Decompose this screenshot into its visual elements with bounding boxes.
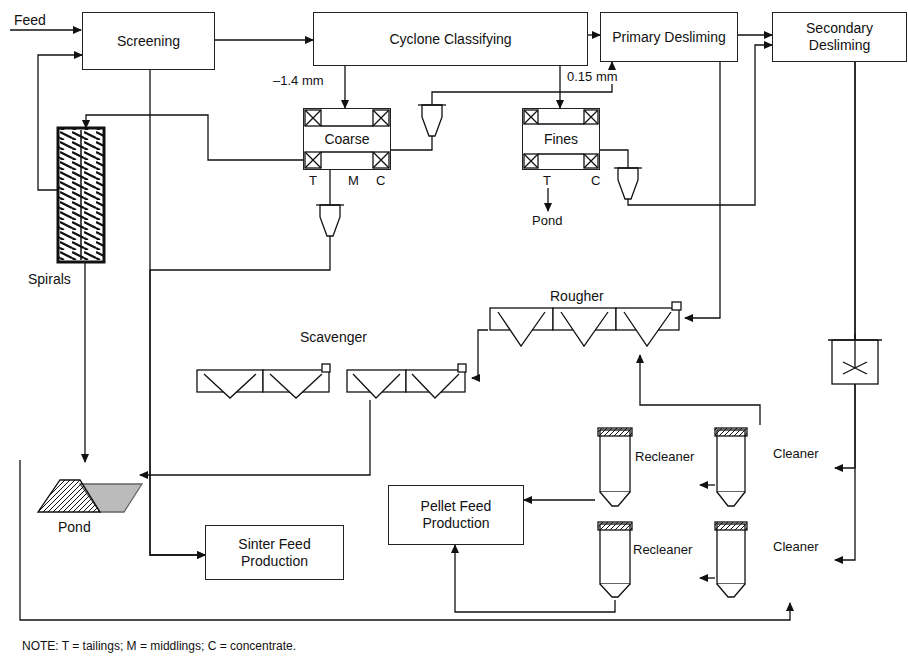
flow-line [472,330,488,378]
flow-line [685,62,720,318]
node-label: Pond [58,520,91,535]
flow-line [140,400,370,475]
tailings-arrow [547,188,548,211]
magnetic-drum-symbols [305,110,598,168]
hydrocyclones [316,105,642,236]
return-water-line [20,460,790,620]
equipment-node: Spirals [58,128,104,262]
stream-label: Feed [14,13,46,28]
equipment-node: Cleaner [715,518,835,600]
flow-line [700,577,715,578]
note-text: NOTE: T = tailings; M = middlings; C = c… [22,640,296,653]
flow-line [600,45,772,205]
size-label: –1.4 mm [272,74,325,88]
tailings-pond [38,480,142,512]
size-label: 0.15 mm [566,70,619,84]
flow-line [215,39,313,40]
node-label: Sinter Feed Production [210,536,339,570]
flow-line [835,62,855,468]
process-box: Fines [522,108,600,170]
node-label: Secondary Desliming [777,20,902,54]
node-label: Rougher [550,289,604,304]
process-box: Coarse [303,108,391,170]
process-box: Secondary Desliming [772,12,907,62]
stream-code: C [591,174,600,188]
flow-line [835,62,855,560]
node-label: Spirals [28,272,71,287]
spiral-concentrator [58,128,104,262]
flow-line [84,262,85,462]
node-label: Scavenger [300,330,367,345]
feed-arrow [10,29,81,30]
flow-line [738,34,772,35]
process-box: Pellet Feed Production [388,485,524,545]
flow-line [86,115,303,160]
equipment-node: Scavenger [190,328,472,400]
node-label: Screening [117,33,180,50]
flow-line [150,70,205,555]
flow-line [588,34,600,35]
equipment-node: Pond [30,462,140,542]
scavenger-flotation-cells [197,364,466,398]
equipment-node: Rougher [488,288,685,355]
node-label: Cyclone Classifying [389,31,511,48]
stream-code: M [348,174,359,188]
stream-code: Pond [532,214,562,228]
flotation-columns [598,428,747,597]
equipment-node: Cleaner [715,425,835,510]
stream-code: T [543,174,551,188]
conditioner-tank [828,334,882,384]
flow-line [559,66,560,108]
node-label: Cleaner [773,447,819,461]
process-box: Screening [82,12,215,70]
process-box: Cyclone Classifying [313,12,588,66]
stream-code: C [376,174,385,188]
flow-line [524,499,595,500]
node-label: Recleaner [633,543,692,557]
node-label: Coarse [324,131,369,148]
equipment-node: Recleaner [595,425,700,510]
node-label: Primary Desliming [612,29,726,46]
flow-line [700,484,715,485]
flow-line [640,355,760,425]
rougher-flotation-cells [490,302,681,346]
equipment-node: Recleaner [595,518,700,600]
process-box: Sinter Feed Production [205,525,344,580]
flow-line [344,66,345,108]
node-label: Recleaner [635,450,694,464]
stream-code: T [309,174,317,188]
node-label: Cleaner [773,540,819,554]
flow-line [455,545,615,612]
node-label: Fines [544,131,578,148]
node-label: Pellet Feed Production [393,498,519,532]
process-box: Primary Desliming [600,12,738,62]
flow-line [150,170,330,555]
